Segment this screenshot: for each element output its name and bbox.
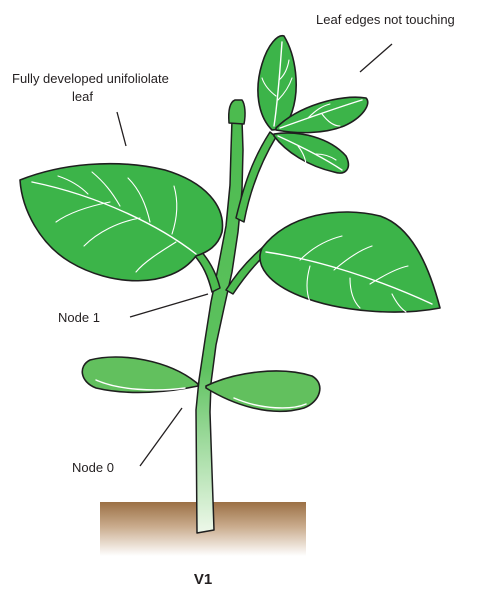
unifoliolate-leaf-left [20, 164, 222, 281]
leader-trifoliolate [360, 44, 392, 72]
leader-node0 [140, 408, 182, 466]
leader-node1 [130, 294, 208, 317]
leader-unifoliolate [117, 112, 126, 146]
label-fully-developed-unifoliolate: Fully developed unifoliolate [12, 71, 169, 86]
label-node-1: Node 1 [58, 310, 100, 325]
shoot-tip [229, 100, 245, 124]
left-leaf-petiole [194, 250, 220, 292]
label-leaf-edges-not-touching: Leaf edges not touching [316, 12, 455, 27]
main-stem [196, 120, 243, 533]
cotyledon-left [82, 357, 198, 392]
unifoliolate-leaf-right [260, 212, 440, 312]
label-unifoliolate-leaf-word: leaf [72, 89, 93, 104]
label-node-0: Node 0 [72, 460, 114, 475]
stage-title: V1 [194, 571, 212, 588]
